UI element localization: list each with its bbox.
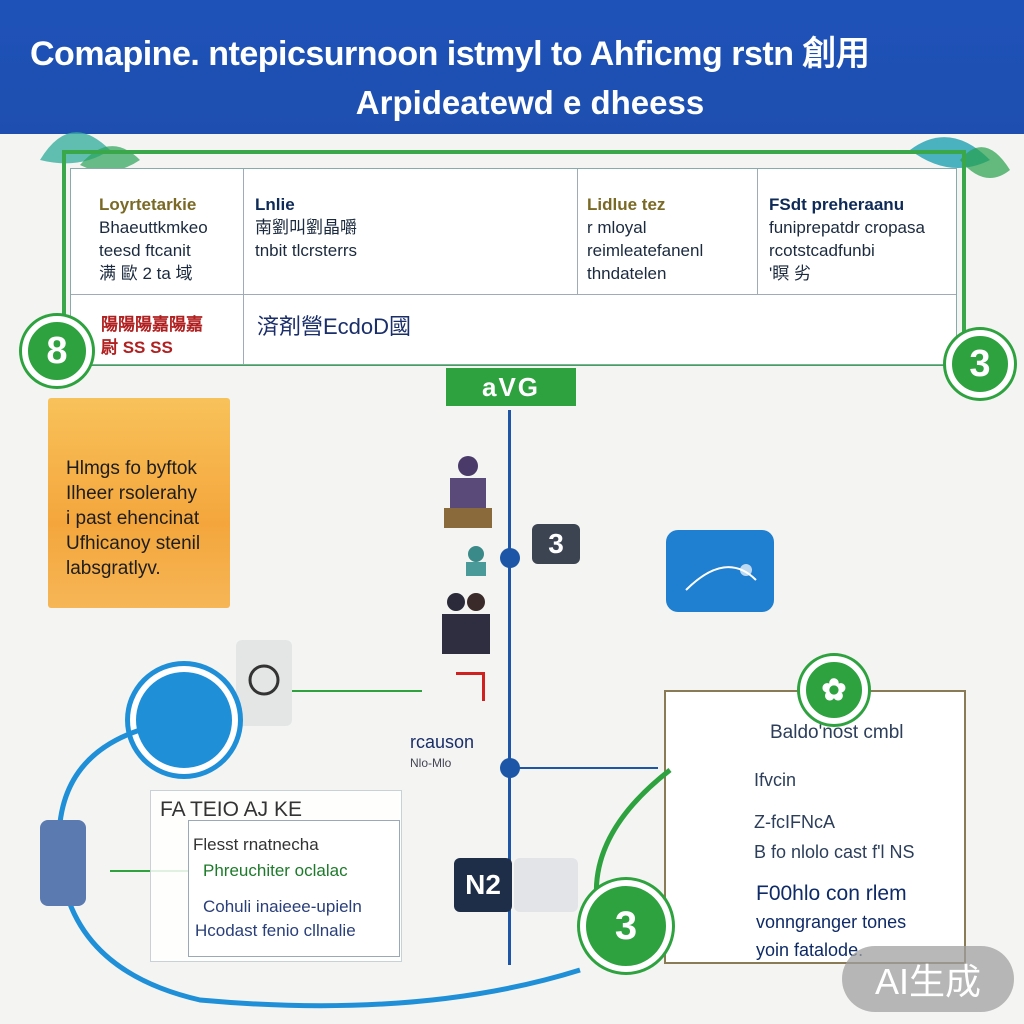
blue-loop-line: [56, 727, 581, 1009]
table-col2: Lnlie 南劉叫劉晶嚼 tnbit tlcrsterrs: [255, 193, 357, 262]
timeline-dot: [500, 548, 520, 568]
orange-line-2: Ilheer rsolerahy: [66, 483, 197, 504]
ai-watermark: AI生成: [842, 946, 1014, 1012]
table-col4-line1: funiprepatdr cropasa: [769, 218, 925, 237]
comparison-table: Loyrtetarkie Bhaeuttkmkeo teesd ftcanit …: [70, 168, 957, 365]
timeline-mid-sublabel: Nlo-Mlo: [410, 756, 452, 770]
right-card-strong: F00hlo con rlem vonngranger tones yoin f…: [756, 880, 907, 964]
right-info-card: Baldo'nost cmbl Ifvcin Z-fcIFNcA B fo nl…: [664, 690, 966, 964]
timeline-mid-label: rcauson: [410, 732, 475, 752]
right-strong-3: yoin fatalode.: [756, 940, 864, 960]
table-col1-line2: teesd ftcanit: [99, 241, 191, 260]
bottle-icon: [40, 820, 86, 906]
table-col3-line3: thndatelen: [587, 264, 667, 283]
lb-line-4: Hcodast fenio cllnalie: [195, 921, 356, 940]
table-col3-line1: r mloyal: [587, 218, 647, 237]
table-col3-head: Lidlue tez: [587, 195, 666, 214]
left-bottom-list: Flesst rnatnecha Phreuchiter oclalac Coh…: [188, 820, 400, 957]
right-strong-2: vonngranger tones: [756, 912, 907, 932]
step-circle-right: 3: [946, 330, 1014, 398]
header-banner: [0, 0, 1024, 134]
step-badge-n2: N2: [454, 858, 512, 912]
table-col4: FSdt preheraanu funiprepatdr cropasa rco…: [769, 193, 925, 285]
table-col3-line2: reimleatefanenl: [587, 241, 704, 260]
orange-line-4: Ufhicanoy stenil: [66, 533, 201, 554]
table-col1-red-line2: 尉 SS SS: [101, 338, 173, 357]
step-circle-blue: [130, 666, 238, 774]
orange-note-card: Hlmgs fo byftok Ilheer rsolerahy i past …: [48, 398, 230, 608]
right-card-item-3: B fo nlolo cast f'l NS: [754, 842, 915, 862]
right-card-title: Baldo'nost cmbl: [770, 722, 904, 743]
table-col1-red-line1: 陽陽陽嘉陽嘉: [101, 315, 203, 334]
lb-line-1: Flesst rnatnecha: [193, 835, 319, 854]
orange-line-3: i past ehencinat: [66, 508, 200, 529]
timeline-header-block: aVG: [446, 368, 576, 406]
lb-line-3: Cohuli inaieee-upieln: [203, 897, 362, 916]
step-badge: 3: [532, 524, 580, 564]
page-title: Comapine. ntepicsurnoon istmyl to Ahficm…: [30, 35, 870, 73]
right-card-item-2: Z-fcIFNcA: [754, 812, 835, 832]
table-col2-line2: tnbit tlcrsterrs: [255, 241, 358, 260]
grey-panel: [514, 858, 578, 912]
timeline-spine: [508, 410, 511, 965]
step-circle-plant: ✿: [800, 656, 868, 724]
bracket-mark: [456, 672, 485, 701]
person-icon: [444, 456, 492, 528]
person-icon: [466, 546, 486, 576]
step-circle-bottom: 3: [580, 880, 672, 972]
table-col4-line3: '瞑 劣: [769, 264, 811, 283]
table-col4-head: FSdt preheraanu: [769, 195, 905, 214]
orange-line-5: labsgratlyv.: [66, 558, 161, 579]
table-col1-line1: Bhaeuttkmkeo: [99, 218, 208, 237]
orange-line-1: Hlmgs fo byftok: [66, 458, 197, 479]
connector-line: [518, 767, 658, 769]
table-col2-line1: 南劉叫劉晶嚼: [255, 218, 357, 237]
table-col1-head: Loyrtetarkie: [99, 195, 197, 214]
page-subtitle: Arpideatewd e dheess: [355, 84, 705, 121]
connector-line: [292, 690, 422, 692]
table-col2-cjk: 済剤營EcdoD國: [257, 314, 412, 339]
right-card-item-1: Ifvcin: [754, 770, 797, 790]
step-circle-left: 8: [22, 316, 92, 386]
table-col4-line2: rcotstcadfunbi: [769, 241, 875, 260]
right-strong-1: F00hlo con rlem: [756, 882, 907, 905]
table-col1-line3: 满 歐 2 ta 域: [99, 264, 193, 283]
lb-line-2: Phreuchiter oclalac: [203, 861, 348, 880]
table-col1-red: 陽陽陽嘉陽嘉 尉 SS SS: [101, 313, 203, 359]
blue-image-tile: [666, 530, 774, 612]
table-col1: Loyrtetarkie Bhaeuttkmkeo teesd ftcanit …: [99, 193, 208, 285]
left-bottom-title: FA TEIO AJ KE: [160, 798, 303, 821]
group-icon: [442, 593, 490, 654]
table-col2-head: Lnlie: [255, 195, 295, 214]
table-col3: Lidlue tez r mloyal reimleatefanenl thnd…: [587, 193, 703, 285]
timeline-dot: [500, 758, 520, 778]
face-icon: [236, 640, 292, 726]
